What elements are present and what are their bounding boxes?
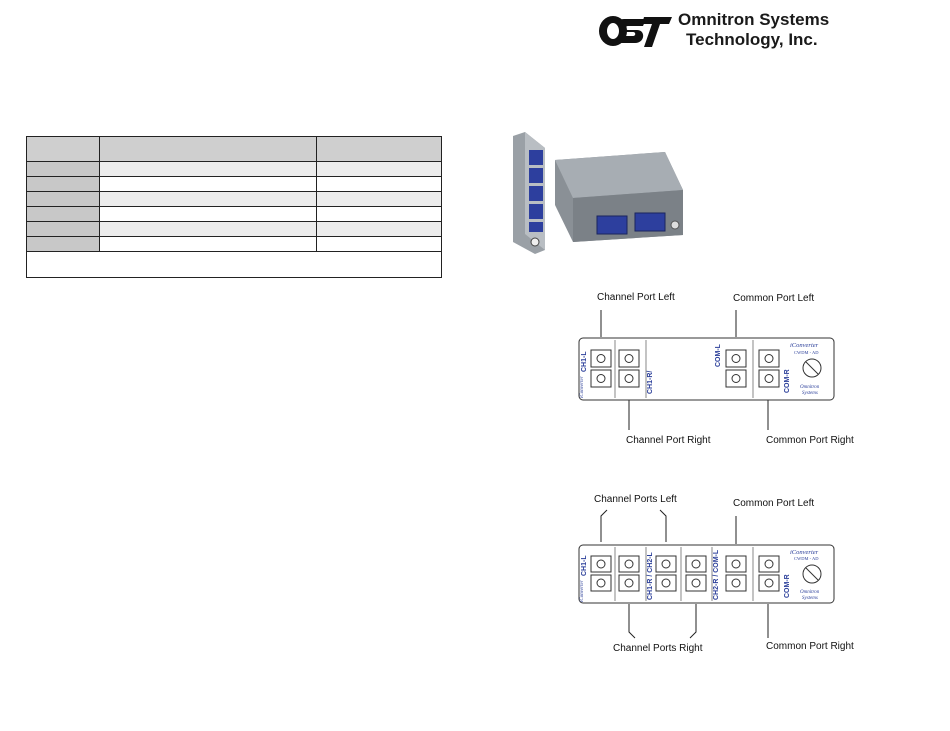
table-cell	[99, 191, 317, 207]
label-maker-2: Systems	[802, 596, 818, 601]
label-maker-1: Omnitron	[800, 590, 820, 595]
table-cell	[26, 176, 100, 192]
label-ch2-r-com-l: CH2-R / COM-L	[713, 549, 720, 600]
company-logo: Omnitron Systems Technology, Inc.	[598, 10, 838, 52]
label-brand: iConverter	[790, 342, 819, 349]
table-header-cell	[316, 136, 442, 162]
table-row	[26, 206, 442, 222]
table-cell	[99, 161, 317, 177]
label-maker-2: Systems	[802, 391, 818, 396]
company-name-line1: Omnitron Systems	[678, 10, 830, 29]
label-brand-sub: CWDM - AD	[794, 350, 819, 355]
table-cell	[99, 206, 317, 222]
callout-common-port-right: Common Port Right	[766, 641, 854, 652]
table-cell	[26, 161, 100, 177]
table-footer-row	[26, 251, 442, 278]
product-photo	[505, 130, 695, 255]
diagram-dual-channel: Channel Ports Left Common Port Left Chan…	[560, 492, 870, 662]
diagram-single-channel: Channel Port Left Common Port Left Chann…	[560, 290, 870, 450]
table-cell	[316, 236, 442, 252]
label-side-brand: iConverter	[580, 376, 585, 398]
company-name-line2: Technology, Inc.	[686, 30, 818, 49]
callout-common-port-left: Common Port Left	[733, 498, 815, 509]
table-cell	[316, 176, 442, 192]
table-cell	[99, 176, 317, 192]
label-ch1-r-ch2-l: CH1-R / CH2-L	[647, 551, 654, 600]
spec-table	[26, 136, 442, 278]
table-row	[26, 176, 442, 192]
panel-diagram-1: CH1-L CH1-R/ COM-L COM-R iConverter iCon…	[578, 310, 835, 430]
table-cell	[26, 206, 100, 222]
callout-channel-port-left: Channel Port Left	[597, 292, 675, 303]
table-cell	[99, 221, 317, 237]
label-side-brand: iConverter	[580, 580, 585, 602]
panel-diagram-2: CH1-L CH1-R / CH2-L CH2-R / COM-L COM-R …	[578, 509, 835, 639]
label-ch1-l: CH1-L	[581, 555, 588, 576]
table-cell	[316, 191, 442, 207]
table-header-row	[26, 136, 442, 162]
label-ch1-l: CH1-L	[581, 351, 588, 372]
label-brand-sub: CWDM - AD	[794, 556, 819, 561]
label-com-l: COM-L	[715, 343, 722, 367]
product-photo-illustration	[513, 132, 683, 254]
table-row	[26, 236, 442, 252]
label-ch1-r: CH1-R/	[647, 371, 654, 394]
callout-channel-port-right: Channel Port Right	[626, 435, 711, 446]
callout-common-port-left: Common Port Left	[733, 293, 815, 304]
table-row	[26, 221, 442, 237]
callout-channel-ports-right: Channel Ports Right	[613, 643, 703, 654]
table-cell	[26, 221, 100, 237]
table-cell	[99, 236, 317, 252]
table-header-cell	[99, 136, 317, 162]
table-cell	[316, 161, 442, 177]
table-cell	[316, 206, 442, 222]
label-com-r: COM-R	[784, 574, 791, 598]
ost-logo-icon	[599, 16, 672, 47]
label-brand: iConverter	[790, 549, 819, 556]
label-maker-1: Omnitron	[800, 385, 820, 390]
table-header-cell	[26, 136, 100, 162]
table-cell	[26, 236, 100, 252]
callout-channel-ports-left: Channel Ports Left	[594, 494, 677, 505]
label-com-r: COM-R	[784, 369, 791, 393]
callout-common-port-right: Common Port Right	[766, 435, 854, 446]
table-cell	[316, 221, 442, 237]
company-name: Omnitron Systems Technology, Inc.	[678, 10, 829, 50]
table-row	[26, 191, 442, 207]
table-cell	[26, 191, 100, 207]
table-footer-cell	[26, 251, 442, 278]
table-row	[26, 161, 442, 177]
